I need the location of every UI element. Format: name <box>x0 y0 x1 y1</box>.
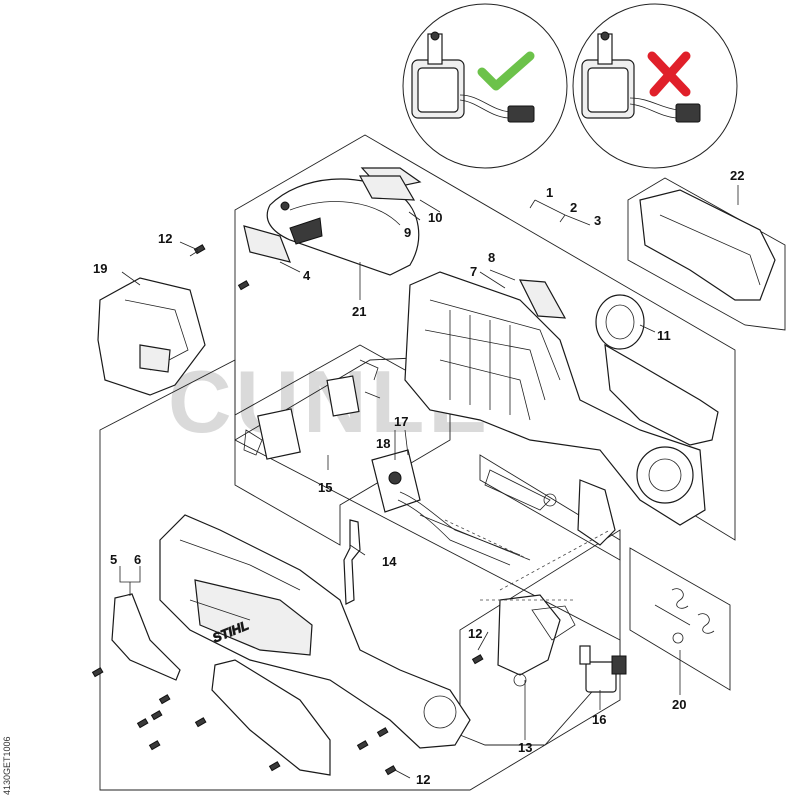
cross-icon <box>647 51 691 97</box>
part-motor-bracket <box>484 469 616 546</box>
callout-9: 9 <box>404 225 411 240</box>
callout-18: 18 <box>376 436 390 451</box>
callout-13: 13 <box>518 740 532 755</box>
correct-connector-detail <box>402 3 568 169</box>
part-9-label <box>358 175 416 201</box>
incorrect-connector-detail <box>572 3 738 169</box>
callout-17: 17 <box>394 414 408 429</box>
screw <box>237 280 250 291</box>
screw <box>136 718 149 729</box>
callout-1: 1 <box>546 185 553 200</box>
callout-4: 4 <box>303 268 311 283</box>
callout-10: 10 <box>428 210 442 225</box>
part-1-housing-frame <box>404 271 706 526</box>
part-5-6-side-panel <box>111 593 181 681</box>
callout-19: 19 <box>93 261 107 276</box>
checkmark-icon <box>477 51 535 91</box>
part-13-bracket <box>497 594 576 687</box>
part-14-clip <box>343 519 361 605</box>
screw <box>194 717 207 728</box>
frame-motor-area <box>479 454 621 561</box>
part-housing-right-shell <box>604 343 719 446</box>
screw <box>158 694 171 705</box>
part-lower-housing: STIHL <box>159 514 471 749</box>
callout-12-mid: 12 <box>468 626 482 641</box>
callout-12-bottom: 12 <box>416 772 430 787</box>
screw <box>268 761 281 772</box>
part-4-label <box>243 225 291 263</box>
screw <box>471 654 484 665</box>
part-16-switch <box>579 645 627 693</box>
callout-8: 8 <box>488 250 495 265</box>
callout-2: 2 <box>570 200 577 215</box>
part-20-springs <box>654 588 715 644</box>
screw <box>189 244 206 257</box>
callout-12-top: 12 <box>158 231 172 246</box>
frame-kit-22 <box>627 177 786 331</box>
callout-7: 7 <box>470 264 477 279</box>
part-lower-handle-shell <box>211 659 331 776</box>
callout-20: 20 <box>672 697 686 712</box>
frame-kit-20 <box>629 547 731 691</box>
callout-21: 21 <box>352 304 366 319</box>
screw <box>356 740 369 751</box>
drawing-code: 4130GET1006 <box>2 736 12 795</box>
screw <box>91 667 104 678</box>
screw <box>150 710 163 721</box>
callout-14: 14 <box>382 554 397 569</box>
callout-11: 11 <box>657 328 671 343</box>
callout-16: 16 <box>592 712 606 727</box>
screw <box>376 727 389 738</box>
callout-6: 6 <box>134 552 141 567</box>
callout-3: 3 <box>594 213 601 228</box>
part-15-switch-module <box>243 359 381 460</box>
part-21-top-cover <box>266 178 420 276</box>
part-22-handle-shell <box>639 189 776 301</box>
part-7-label <box>518 279 567 319</box>
part-17-18-motor <box>371 449 531 566</box>
screw <box>384 765 397 776</box>
callout-5: 5 <box>110 552 117 567</box>
part-11-ring <box>595 294 645 350</box>
part-19-battery-cover <box>97 277 206 396</box>
callout-15: 15 <box>318 480 332 495</box>
callout-22: 22 <box>730 168 744 183</box>
screw <box>148 740 161 751</box>
